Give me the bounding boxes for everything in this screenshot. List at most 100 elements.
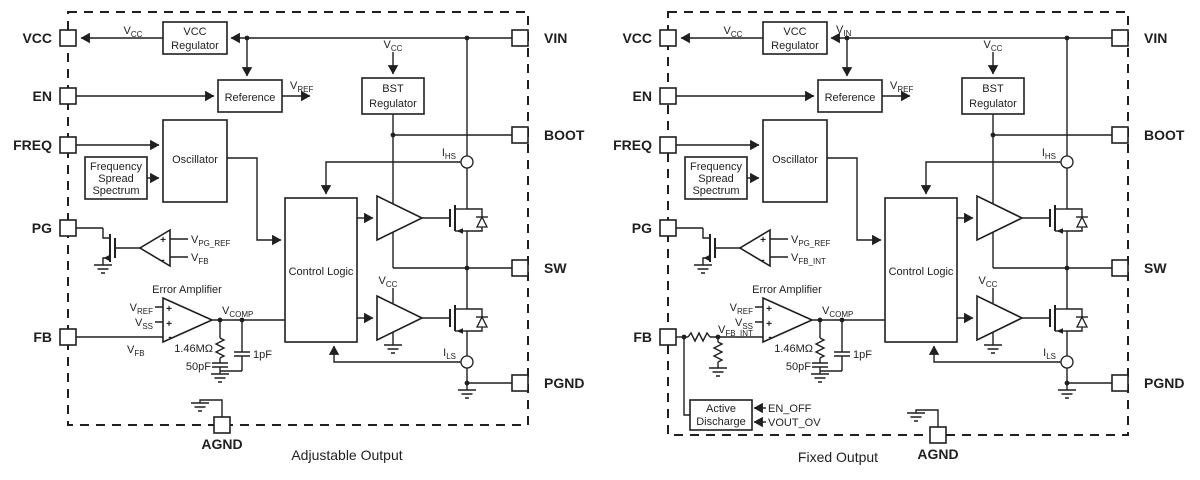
vcomp-label: VCOMP (822, 305, 853, 319)
svg-text:Spread: Spread (98, 173, 133, 185)
svg-text:Control Logic: Control Logic (889, 266, 954, 278)
pin-label-vcc: VCC (22, 30, 52, 46)
ea-plus1-sign: + (166, 304, 172, 315)
power-stage (709, 155, 1089, 369)
hs-current-sense (460, 155, 474, 169)
vref-ea-label: VREF (130, 302, 153, 316)
vcc-regulator-label: VCC (183, 26, 206, 38)
pin-pgnd (1111, 374, 1129, 392)
hs-current-sense (1060, 155, 1074, 169)
comp-resistor-label: 1.46MΩ (174, 343, 213, 355)
pins: VCC EN FREQ PG FB VIN BOOT SW PGND AGND (613, 29, 1185, 462)
pin-label-vin: VIN (544, 30, 567, 46)
svg-text:Regulator: Regulator (771, 40, 819, 52)
ls-gate-driver (376, 294, 424, 342)
ea-plus2-sign: + (166, 319, 172, 330)
pin-label-boot: BOOT (544, 127, 585, 143)
svg-text:Spread: Spread (698, 173, 733, 185)
pin-freq (659, 136, 677, 154)
pin-vcc (59, 29, 77, 47)
svg-text:EN: EN (633, 88, 652, 104)
ls-current-sense (460, 355, 474, 369)
comp-cap1-label: 1pF (853, 349, 872, 361)
svg-text:VIN: VIN (1144, 30, 1167, 46)
pin-vin (1111, 29, 1129, 47)
svg-text:Oscillator: Oscillator (172, 154, 218, 166)
vpgref-label: VPG_REF (191, 234, 230, 248)
pg-plus-sign: + (160, 235, 166, 246)
ls-current-sense (1060, 355, 1074, 369)
vcc-regulator-block (762, 21, 828, 55)
vss-label: VSS (735, 317, 753, 331)
svg-text:-: - (768, 332, 771, 343)
error-amplifier-triangle (162, 296, 214, 344)
vref-label: VREF (890, 80, 913, 94)
pin-label-pg: PG (32, 220, 52, 236)
svg-text:FB: FB (633, 329, 652, 345)
pin-pgnd (511, 374, 529, 392)
error-amplifier-title: Error Amplifier (152, 284, 222, 296)
svg-text:Active: Active (706, 403, 736, 415)
reference-block (217, 79, 283, 113)
control-logic-block (884, 197, 958, 343)
pin-en (659, 87, 677, 105)
svg-text:-: - (761, 255, 764, 266)
svg-text:SW: SW (1144, 260, 1167, 276)
ihs-label: IHS (442, 147, 456, 161)
ea-minus-sign: - (168, 332, 171, 343)
vfb-pg-label: VFB (191, 252, 209, 266)
vcomp-label: VCOMP (222, 305, 253, 319)
en-off-label: EN_OFF (768, 403, 812, 415)
bst-vcc-label: VCC (984, 39, 1003, 53)
reference-block (817, 79, 883, 113)
pg-comparator (138, 228, 171, 268)
pin-agnd (929, 426, 947, 444)
svg-text:Regulator: Regulator (369, 98, 417, 110)
vin-rail-label: VIN (836, 24, 852, 38)
junction-dots (681, 35, 1070, 386)
ls-vcc-label: VCC (979, 275, 998, 289)
blocks: VCC Regulator Reference BST Regulator Os… (84, 21, 425, 343)
ils-label: ILS (443, 347, 456, 361)
vfb-label: VFB (127, 344, 145, 358)
svg-text:Oscillator: Oscillator (772, 154, 818, 166)
svg-text:+: + (766, 304, 772, 315)
ls-vcc-label: VCC (379, 275, 398, 289)
svg-text:Control Logic: Control Logic (289, 266, 354, 278)
ls-gate-driver (976, 294, 1024, 342)
svg-text:FREQ: FREQ (613, 137, 652, 153)
pin-vin (511, 29, 529, 47)
bst-regulator-block (361, 77, 425, 115)
pin-pg (659, 219, 677, 237)
wires (676, 32, 1120, 428)
svg-text:Spectrum: Spectrum (92, 185, 139, 197)
svg-text:AGND: AGND (917, 446, 958, 462)
pin-vcc (659, 29, 677, 47)
vcc-rail-label: VCC (124, 25, 143, 39)
svg-text:+: + (766, 319, 772, 330)
bst-regulator-block (961, 77, 1025, 115)
svg-text:BST: BST (982, 83, 1004, 95)
svg-text:VCC: VCC (783, 26, 806, 38)
pin-boot (1111, 126, 1129, 144)
svg-text:Regulator: Regulator (171, 40, 219, 52)
ic-boundary (67, 11, 529, 426)
pin-label-pgnd: PGND (544, 375, 584, 391)
pin-fb (659, 328, 677, 346)
pg-comparator (738, 228, 771, 268)
pin-pg (59, 219, 77, 237)
svg-text:Discharge: Discharge (696, 416, 746, 428)
pin-agnd (213, 416, 231, 434)
pin-en (59, 87, 77, 105)
svg-text:+: + (760, 235, 766, 246)
svg-text:Frequency: Frequency (690, 161, 742, 173)
junction-dots (217, 35, 470, 386)
comp-cap50-label: 50pF (186, 361, 211, 373)
pin-label-freq: FREQ (13, 137, 52, 153)
control-logic-block (284, 197, 358, 343)
pg-minus-sign: - (161, 255, 164, 266)
pins: VCC EN FREQ PG FB VIN BOOT SW PGND AGND (13, 29, 585, 452)
pin-sw (1111, 259, 1129, 277)
ihs-label: IHS (1042, 147, 1056, 161)
